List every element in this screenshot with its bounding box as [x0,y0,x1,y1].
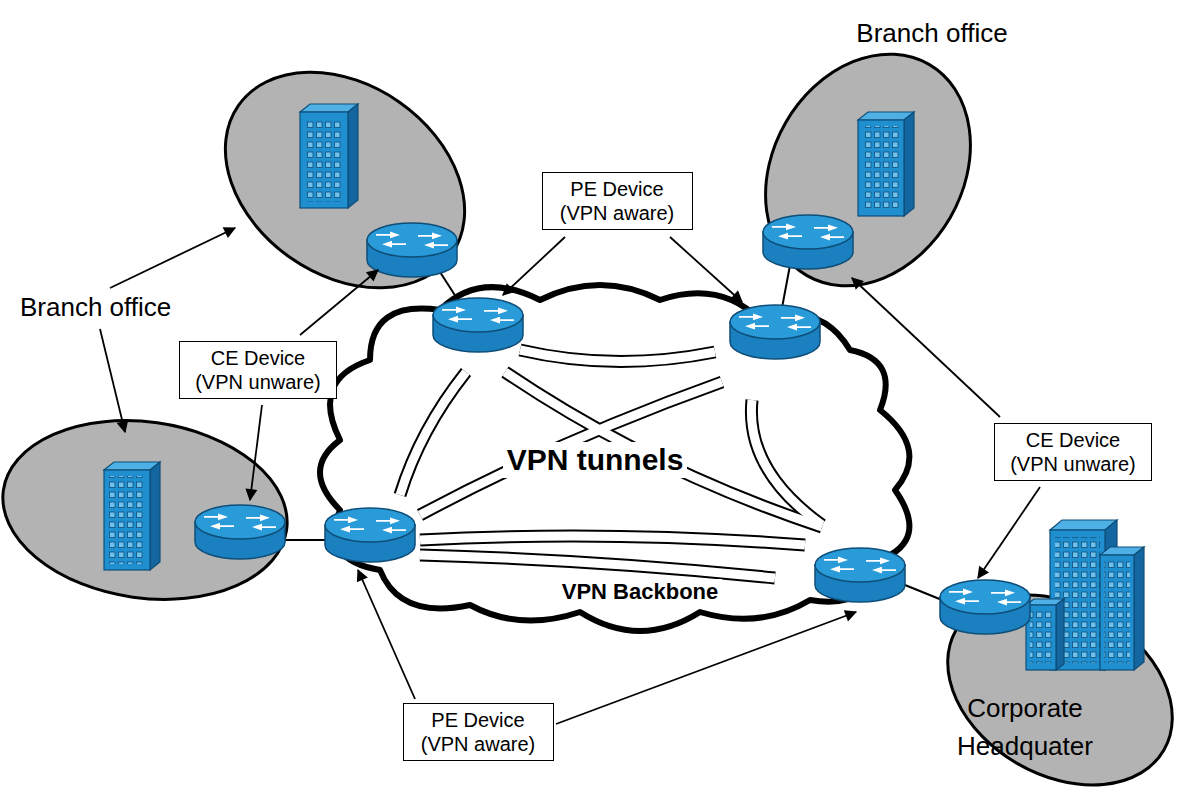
leader-arrow [100,329,125,432]
router-icon [763,215,853,269]
building-windows [863,126,899,210]
router-icon [195,505,285,559]
site-ellipse [0,403,299,617]
site-caption: Corporate Headquater [945,690,1105,765]
leader-arrow [300,270,378,335]
site-heading: Branch office [856,18,1007,49]
leader-arrow [556,612,856,724]
building-side [348,104,358,208]
building-side [150,462,160,570]
pe-device-callout: PE Device (VPN aware) [542,172,693,230]
site-ellipse [725,17,1012,323]
building-windows [109,476,145,564]
cloud-outline [320,285,909,631]
building-windows [1030,611,1052,663]
building-front [858,120,904,216]
callout-text: CE Device (VPN unware) [1004,428,1142,476]
building-front [1100,555,1134,670]
cloud-outline [320,285,909,631]
leader-arrow [250,405,262,500]
building-windows [1104,561,1130,663]
router-icon [730,305,820,359]
building-icon [104,104,1144,670]
leader-arrow [110,228,235,288]
access-link [905,585,942,600]
site-label: Branch office [20,292,171,323]
site-ellipse [184,28,506,333]
building-windows [305,118,343,202]
tunnels-label: VPN tunnels [503,442,688,478]
leader-arrow [978,487,1040,578]
router-icon [433,298,523,352]
router-icon [325,508,415,562]
access-link [782,265,790,308]
building-side [904,112,914,216]
router-icon [815,548,905,602]
callout-text: CE Device (VPN unware) [189,346,327,394]
site-ellipse [914,556,1200,800]
ce-device-callout: CE Device (VPN unware) [994,423,1152,481]
building-front [300,112,348,208]
backbone-label: VPN Backbone [558,579,723,605]
router-icon [940,580,1030,634]
leader-arrow [100,228,1040,724]
callout-text: PE Device (VPN aware) [552,177,683,225]
leader-arrow [503,237,565,295]
building-side [1056,599,1064,670]
access-link [285,539,325,541]
pe-device-callout: PE Device (VPN aware) [403,703,554,761]
building-front [104,470,150,570]
building-side [1134,547,1144,670]
router-icon [367,223,457,277]
ce-device-callout: CE Device (VPN unware) [179,341,337,399]
access-link [440,272,458,300]
callout-text: PE Device (VPN aware) [413,708,544,756]
